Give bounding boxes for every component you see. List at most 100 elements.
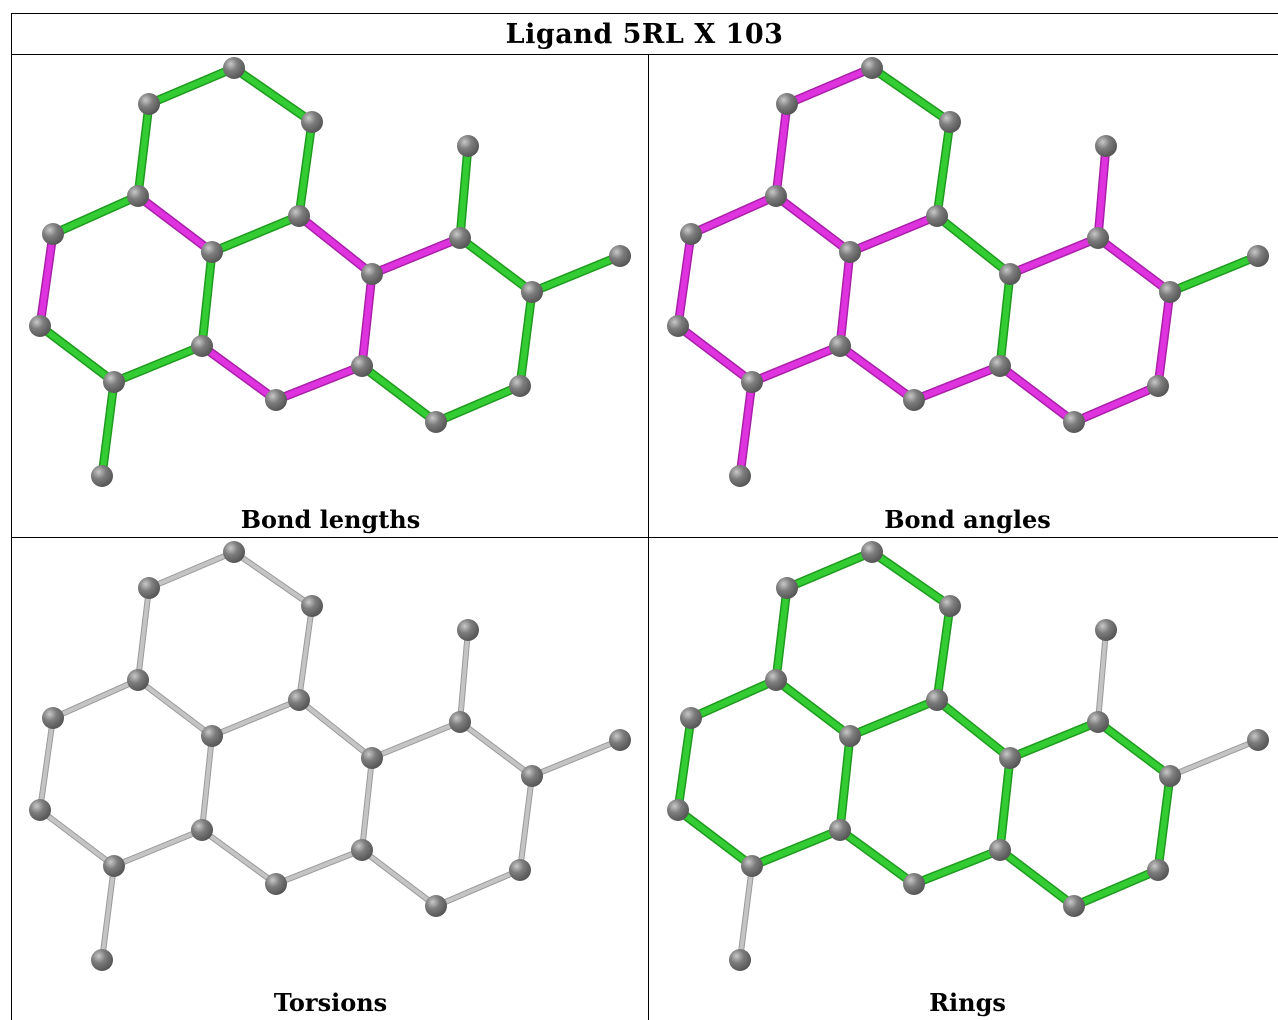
panel-lengths [29, 57, 631, 487]
atom [839, 725, 861, 747]
caption-rings: Rings [929, 988, 1006, 1017]
atom [1247, 729, 1269, 751]
atom [741, 371, 763, 393]
atom [288, 689, 310, 711]
bond [147, 550, 236, 590]
bond [457, 143, 471, 241]
atom [903, 389, 925, 411]
atom [509, 859, 531, 881]
bond [675, 715, 694, 813]
bond [136, 586, 151, 682]
atom [680, 223, 702, 245]
atom [741, 855, 763, 877]
bond [869, 65, 953, 125]
bond [274, 848, 364, 886]
bond [1007, 235, 1101, 277]
bond [1155, 773, 1173, 873]
atom [989, 839, 1011, 861]
atom [138, 93, 160, 115]
panel-torsions [29, 541, 631, 971]
atom [1159, 765, 1181, 787]
atom [351, 355, 373, 377]
atom [457, 619, 479, 641]
bond [136, 678, 214, 738]
atom [1087, 227, 1109, 249]
bond [210, 698, 301, 738]
atom [861, 541, 883, 563]
row-divider [11, 537, 1278, 538]
bond [297, 698, 374, 760]
atom [765, 185, 787, 207]
atom [265, 389, 287, 411]
bond [773, 585, 790, 683]
atom [457, 135, 479, 157]
bond [296, 119, 315, 219]
bond [369, 235, 463, 277]
atom [127, 669, 149, 691]
atom [509, 375, 531, 397]
atom [42, 223, 64, 245]
bond [675, 323, 755, 385]
bond [112, 828, 204, 868]
panel-rings [667, 541, 1269, 971]
bond [675, 231, 694, 329]
bond [370, 720, 462, 760]
bond [359, 271, 375, 369]
bond [518, 774, 534, 872]
atom [903, 873, 925, 895]
bond [847, 697, 940, 739]
atom [361, 263, 383, 285]
atom [680, 707, 702, 729]
atom [829, 819, 851, 841]
bond [1007, 719, 1101, 761]
bond [934, 697, 1013, 761]
atom [776, 93, 798, 115]
atom [361, 747, 383, 769]
caption-bond-angles: Bond angles [884, 505, 1051, 534]
bond [200, 828, 278, 886]
bond [38, 808, 116, 868]
bond [688, 677, 779, 721]
atom [201, 725, 223, 747]
atom [939, 111, 961, 133]
bond [38, 716, 55, 812]
atom [127, 185, 149, 207]
atom [839, 241, 861, 263]
atom [1147, 375, 1169, 397]
page-title: Ligand 5RL X 103 [505, 18, 784, 50]
bond [297, 604, 314, 702]
bond [146, 65, 237, 107]
atom [861, 57, 883, 79]
bond [231, 65, 315, 125]
bond [738, 864, 754, 962]
atom [201, 241, 223, 263]
bond [997, 847, 1077, 909]
atom [191, 819, 213, 841]
border-left [11, 13, 12, 1020]
bond [911, 363, 1003, 403]
atom [729, 949, 751, 971]
bond [1096, 628, 1108, 724]
atom [776, 577, 798, 599]
bond [837, 249, 853, 349]
bond [837, 343, 917, 403]
atom [667, 315, 689, 337]
bond [1095, 235, 1173, 295]
bond [934, 213, 1013, 277]
bond [997, 271, 1013, 369]
atom [1247, 245, 1269, 267]
bond [688, 193, 779, 237]
bond [232, 550, 314, 608]
atom [609, 245, 631, 267]
atom [926, 205, 948, 227]
bond [934, 119, 953, 219]
bond [1155, 289, 1173, 389]
atom [223, 57, 245, 79]
bond [111, 343, 205, 385]
atom [926, 689, 948, 711]
bond [997, 755, 1013, 853]
bond [773, 101, 790, 199]
bond [1071, 867, 1161, 909]
